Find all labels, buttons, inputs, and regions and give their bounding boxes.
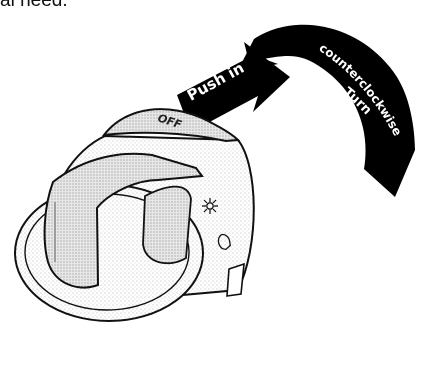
knob-indicator-window [142,185,192,265]
push-arrow-shape [177,42,290,132]
knob-slot [226,262,245,297]
knob-grip [43,152,204,289]
bulb-icon [217,233,231,251]
sun-icon [202,198,218,214]
turn-counterclockwise-arrow: Turn counterclockwise [237,24,415,198]
knob-top-ring [101,108,241,143]
cropped-instruction-text: al need. [0,0,68,11]
turn-arrow-shape [237,24,415,198]
knob [14,108,255,322]
